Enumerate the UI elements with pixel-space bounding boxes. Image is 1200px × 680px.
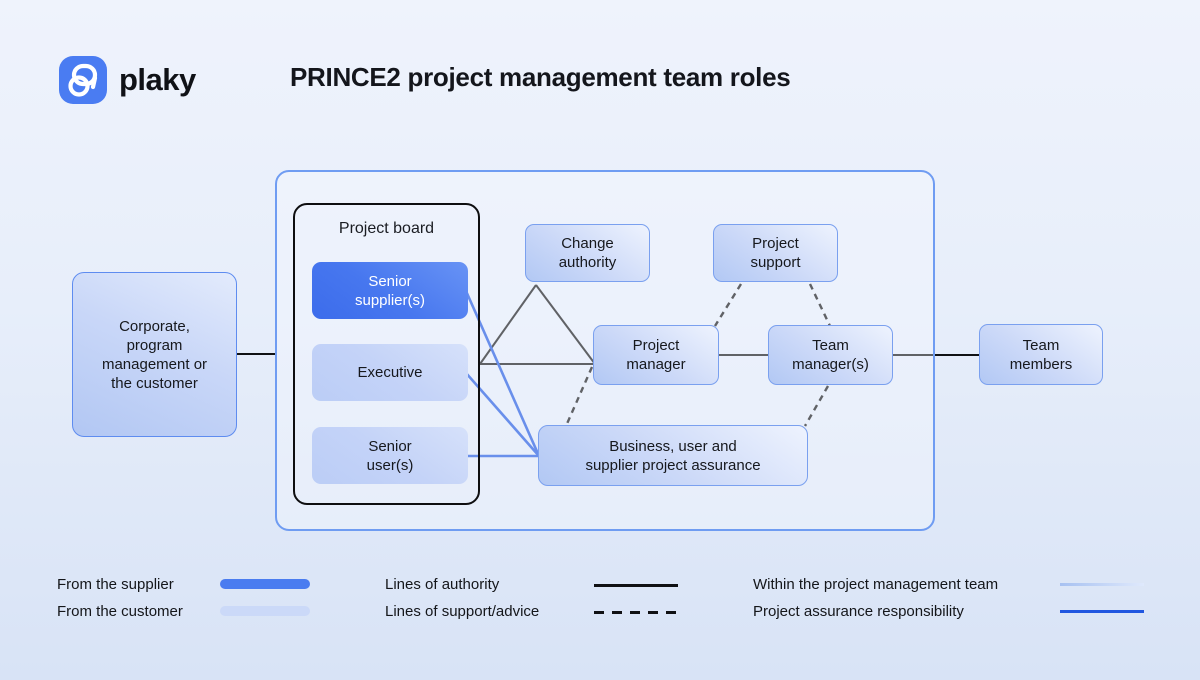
node-senior-user: Senior user(s) bbox=[312, 427, 468, 484]
node-corporate: Corporate, program management or the cus… bbox=[72, 272, 237, 437]
brand: plaky bbox=[59, 56, 196, 104]
legend-label-assurance-responsibility: Project assurance responsibility bbox=[753, 603, 964, 620]
node-senior-supplier: Senior supplier(s) bbox=[312, 262, 468, 319]
project-board-title: Project board bbox=[338, 220, 435, 237]
legend-label-within-team: Within the project management team bbox=[753, 576, 999, 593]
legend-label-lines-authority: Lines of authority bbox=[385, 576, 500, 593]
legend-swatch-from-supplier bbox=[220, 579, 310, 589]
legend-swatch-lines-support bbox=[594, 611, 678, 614]
page-title: PRINCE2 project management team roles bbox=[290, 62, 791, 92]
node-team-manager: Team manager(s) bbox=[768, 325, 893, 385]
legend-label-from-customer: From the customer bbox=[57, 603, 183, 620]
legend-swatch-assurance-responsibility bbox=[1060, 610, 1144, 613]
node-change-authority: Change authority bbox=[525, 224, 650, 282]
plaky-logo-icon bbox=[59, 56, 107, 104]
legend-label-lines-support: Lines of support/advice bbox=[385, 603, 540, 620]
node-project-board bbox=[293, 203, 480, 505]
legend-swatch-from-customer bbox=[220, 606, 310, 616]
node-business-assurance: Business, user and supplier project assu… bbox=[538, 425, 808, 486]
node-project-support: Project support bbox=[713, 224, 838, 282]
legend-swatch-within-team bbox=[1060, 583, 1144, 586]
legend-swatch-lines-authority bbox=[594, 584, 678, 587]
node-project-manager: Project manager bbox=[593, 325, 719, 385]
node-team-members: Team members bbox=[979, 324, 1103, 385]
brand-name: plaky bbox=[119, 62, 196, 97]
node-executive: Executive bbox=[312, 344, 468, 401]
legend-label-from-supplier: From the supplier bbox=[57, 576, 174, 593]
